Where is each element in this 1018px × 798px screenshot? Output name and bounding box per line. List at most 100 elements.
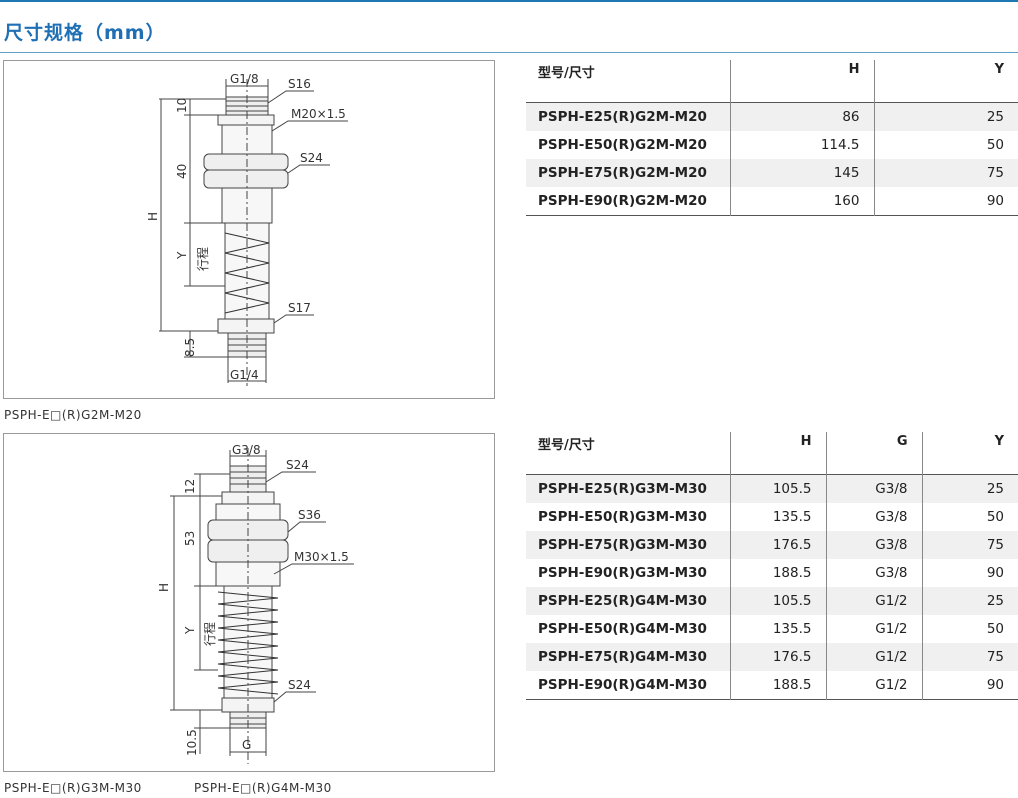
label-dim-mid: 53	[183, 531, 197, 546]
label-h: H	[157, 583, 171, 592]
label-thread: M30×1.5	[294, 550, 349, 564]
label-stroke: 行程	[195, 247, 210, 271]
label-s-bottom: S24	[288, 678, 311, 692]
cell-y: 50	[922, 503, 1018, 531]
cell-g: G3/8	[826, 559, 923, 587]
cell-y: 75	[874, 159, 1018, 187]
table-row: PSPH-E25(R)G3M-M30 105.5 G3/8 25	[526, 474, 1018, 503]
drawing1-caption: PSPH-E□(R)G2M-M20	[4, 408, 142, 422]
cell-y: 90	[922, 559, 1018, 587]
technical-drawing-1: G1/8 S16 10 M20×1.5 40 S24 H Y 行程 S17 8.…	[146, 72, 348, 386]
cell-g: G1/2	[826, 615, 923, 643]
label-s-top: S16	[288, 77, 311, 91]
cell-model: PSPH-E50(R)G3M-M30	[526, 503, 731, 531]
cell-g: G3/8	[826, 503, 923, 531]
table-header: 型号/尺寸 H Y	[526, 60, 1018, 103]
cell-y: 75	[922, 531, 1018, 559]
cell-y: 75	[922, 643, 1018, 671]
header-y: Y	[994, 434, 1004, 449]
cell-h: 176.5	[730, 531, 827, 559]
header-g: G	[826, 432, 923, 475]
cell-model: PSPH-E90(R)G4M-M30	[526, 671, 731, 700]
drawing-g2m-m20: G1/8 S16 10 M20×1.5 40 S24 H Y 行程 S17 8.…	[3, 60, 495, 399]
cell-model: PSPH-E75(R)G4M-M30	[526, 643, 731, 671]
cell-model: PSPH-E25(R)G4M-M30	[526, 587, 731, 615]
cell-g: G3/8	[826, 474, 923, 503]
table-row: PSPH-E90(R)G2M-M20 160 90	[526, 187, 1018, 216]
cell-h: 135.5	[730, 615, 827, 643]
label-dim-top: 12	[183, 479, 197, 494]
cell-y: 25	[874, 102, 1018, 131]
cell-h: 145	[730, 159, 875, 187]
label-g-top: G3/8	[232, 443, 261, 457]
label-g-top: G1/8	[230, 72, 259, 86]
cell-h: 105.5	[730, 587, 827, 615]
label-dim-bottom: 10.5	[185, 729, 199, 756]
header-model: 型号/尺寸	[526, 432, 731, 475]
drawing2-caption-a: PSPH-E□(R)G3M-M30	[4, 781, 142, 795]
table-row: PSPH-E90(R)G4M-M30 188.5 G1/2 90	[526, 671, 1018, 700]
header-h: H	[730, 432, 827, 475]
cell-model: PSPH-E25(R)G2M-M20	[526, 102, 731, 131]
label-dim-top: 10	[175, 98, 189, 113]
table-row: PSPH-E75(R)G4M-M30 176.5 G1/2 75	[526, 643, 1018, 671]
header-h: H	[730, 60, 875, 103]
cell-h: 176.5	[730, 643, 827, 671]
label-y: Y	[175, 251, 189, 260]
cell-y: 90	[922, 671, 1018, 700]
label-g-bottom: G	[242, 738, 251, 752]
cell-y: 90	[874, 187, 1018, 216]
cell-model: PSPH-E50(R)G2M-M20	[526, 131, 731, 159]
table-row: PSPH-E90(R)G3M-M30 188.5 G3/8 90	[526, 559, 1018, 587]
cell-h: 105.5	[730, 474, 827, 503]
label-stroke: 行程	[202, 622, 217, 646]
cell-model: PSPH-E75(R)G3M-M30	[526, 531, 731, 559]
cell-g: G1/2	[826, 587, 923, 615]
cell-model: PSPH-E25(R)G3M-M30	[526, 474, 731, 503]
drawing2-caption-b: PSPH-E□(R)G4M-M30	[194, 781, 332, 795]
cell-model: PSPH-E75(R)G2M-M20	[526, 159, 731, 187]
cell-h: 188.5	[730, 559, 827, 587]
table-row: PSPH-E75(R)G3M-M30 176.5 G3/8 75	[526, 531, 1018, 559]
label-s-top: S24	[286, 458, 309, 472]
table-row: PSPH-E75(R)G2M-M20 145 75	[526, 159, 1018, 187]
cell-h: 160	[730, 187, 875, 216]
cell-model: PSPH-E50(R)G4M-M30	[526, 615, 731, 643]
page-title: 尺寸规格（mm）	[4, 22, 166, 44]
cell-g: G1/2	[826, 643, 923, 671]
label-dim-bottom: 8.5	[183, 338, 197, 357]
table-row: PSPH-E50(R)G3M-M30 135.5 G3/8 50	[526, 503, 1018, 531]
cell-g: G1/2	[826, 671, 923, 700]
cell-h: 135.5	[730, 503, 827, 531]
technical-drawing-2: G3/8 S24 12 53 S36 M30×1.5 H Y 行程 S24 10…	[157, 443, 354, 764]
table-row: PSPH-E50(R)G2M-M20 114.5 50	[526, 131, 1018, 159]
header-y: Y	[994, 62, 1004, 77]
cell-g: G3/8	[826, 531, 923, 559]
cell-h: 114.5	[730, 131, 875, 159]
table-row: PSPH-E25(R)G4M-M30 105.5 G1/2 25	[526, 587, 1018, 615]
top-accent-line	[0, 0, 1018, 2]
cell-h: 188.5	[730, 671, 827, 700]
label-h: H	[146, 212, 160, 221]
cell-model: PSPH-E90(R)G3M-M30	[526, 559, 731, 587]
table-header: 型号/尺寸 H G Y	[526, 432, 1018, 475]
label-s-bottom: S17	[288, 301, 311, 315]
table-row: PSPH-E25(R)G2M-M20 86 25	[526, 102, 1018, 131]
cell-model: PSPH-E90(R)G2M-M20	[526, 187, 731, 216]
spec-table-g3m-g4m: 型号/尺寸 H G Y PSPH-E25(R)G3M-M30 105.5 G3/…	[526, 432, 1018, 700]
cell-y: 50	[874, 131, 1018, 159]
label-s-mid: S36	[298, 508, 321, 522]
cell-y: 25	[922, 474, 1018, 503]
label-y: Y	[183, 626, 197, 635]
cell-y: 25	[922, 587, 1018, 615]
label-dim-mid: 40	[175, 164, 189, 179]
table-row: PSPH-E50(R)G4M-M30 135.5 G1/2 50	[526, 615, 1018, 643]
cell-y: 50	[922, 615, 1018, 643]
label-thread: M20×1.5	[291, 107, 346, 121]
drawing-g3m-g4m-m30: G3/8 S24 12 53 S36 M30×1.5 H Y 行程 S24 10…	[3, 433, 495, 772]
cell-h: 86	[730, 102, 875, 131]
label-s-mid: S24	[300, 151, 323, 165]
header-model: 型号/尺寸	[526, 60, 731, 103]
title-divider	[0, 52, 1018, 53]
spec-table-g2m: 型号/尺寸 H Y PSPH-E25(R)G2M-M20 86 25 PSPH-…	[526, 60, 1018, 216]
